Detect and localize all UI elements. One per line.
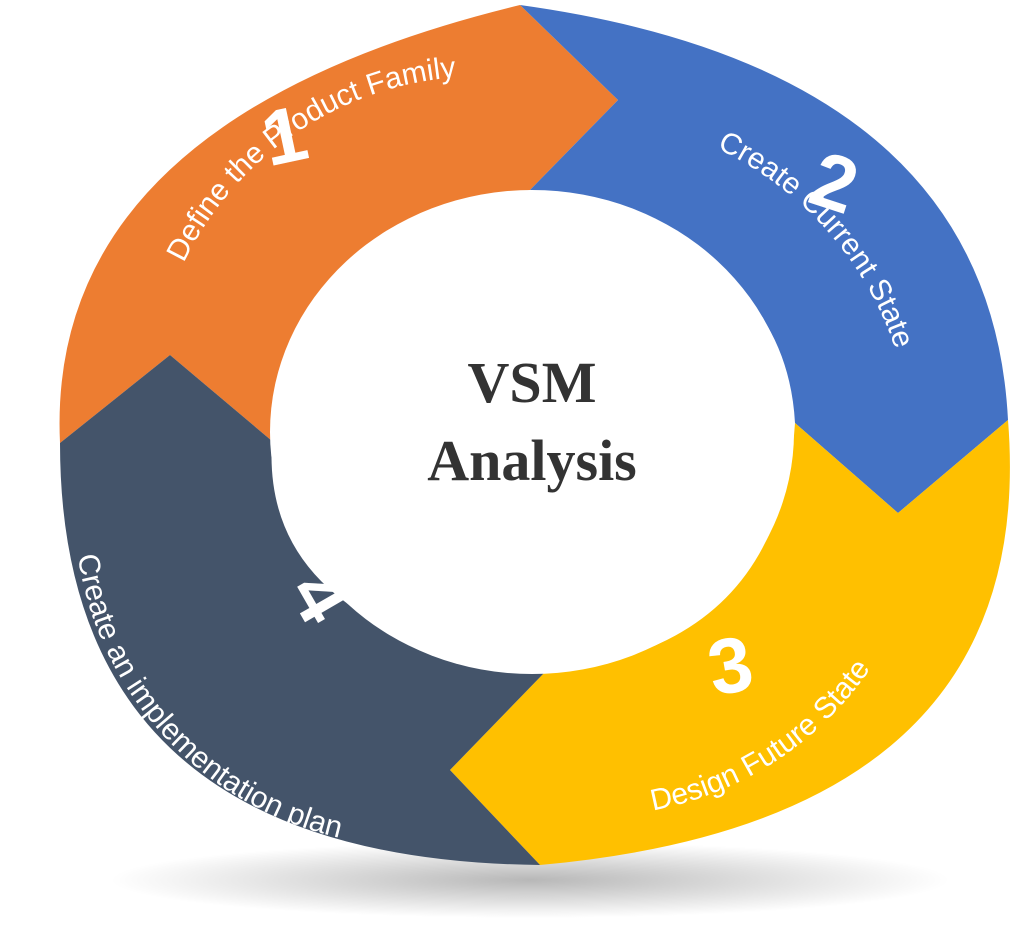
segment-4-shape [60,355,545,865]
ring-shadow [110,842,950,918]
segment-2-shape [520,5,1008,513]
center-circle [270,190,794,674]
center-title-line2: Analysis [427,428,637,493]
segment-3-shape [450,420,1010,865]
segment-1-shape [59,5,618,443]
center-title-line1: VSM [468,350,597,415]
